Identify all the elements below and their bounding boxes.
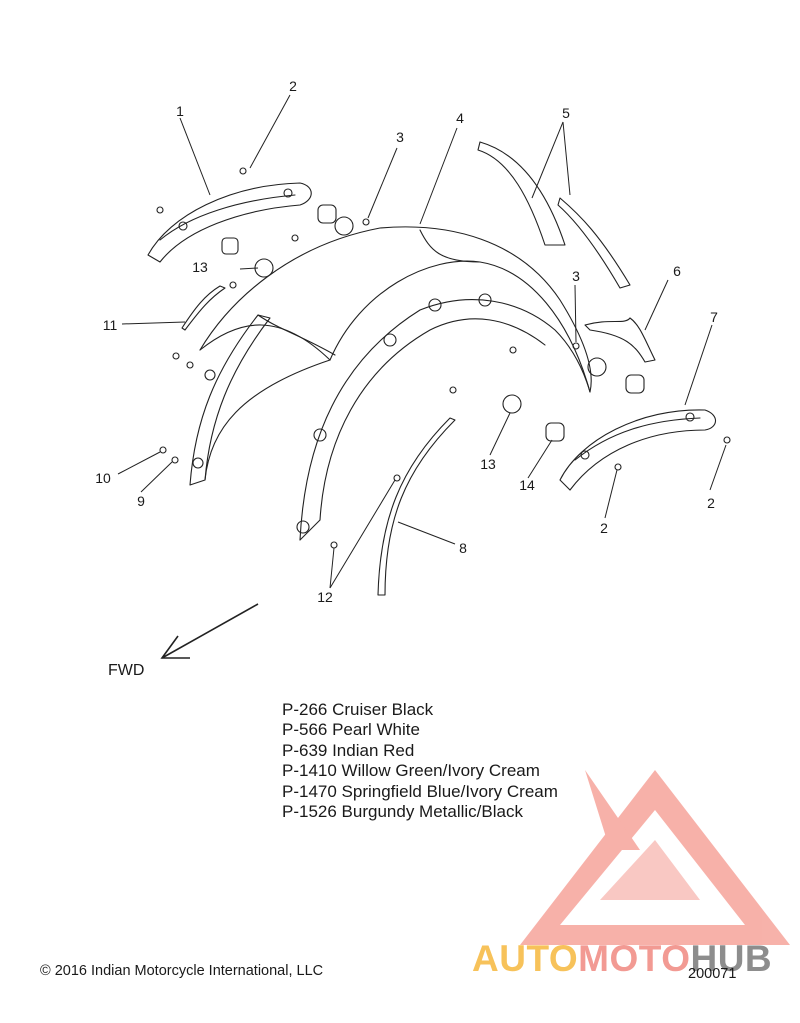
right-rail-part xyxy=(559,409,717,491)
watermark-part: HUB xyxy=(690,938,773,979)
legend-item: P-266 Cruiser Black xyxy=(282,700,434,719)
callout-1: 1 xyxy=(176,103,184,119)
fwd-label: FWD xyxy=(108,662,145,679)
rear-fender-part xyxy=(199,226,592,393)
callout-13: 13 xyxy=(480,456,496,472)
left-rail-part xyxy=(147,182,312,263)
callout-7: 7 xyxy=(710,309,718,325)
callout-14: 14 xyxy=(519,477,535,493)
callout-12: 12 xyxy=(317,589,333,605)
paint-color-legend: P-266 Cruiser Black P-566 Pearl White P-… xyxy=(282,700,558,822)
callout-5: 5 xyxy=(562,105,570,121)
callout-4: 4 xyxy=(456,110,464,126)
legend-item: P-639 Indian Red xyxy=(282,740,415,760)
callout-2: 2 xyxy=(707,495,715,511)
callout-8: 8 xyxy=(459,540,467,556)
callout-9: 9 xyxy=(137,493,145,509)
callout-3: 3 xyxy=(396,129,404,145)
callout-2: 2 xyxy=(600,520,608,536)
watermark-part: AUTO xyxy=(472,938,579,979)
callout-10: 10 xyxy=(95,470,111,486)
legend-item: P-566 Pearl White xyxy=(282,720,420,740)
legend-item: P-1470 Springfield Blue/Ivory Cream xyxy=(282,781,558,801)
callout-6: 6 xyxy=(673,263,681,279)
callout-2: 2 xyxy=(289,78,297,94)
watermark-text: AUTOMOTOHUB xyxy=(472,938,772,980)
callout-3: 3 xyxy=(572,268,580,284)
copyright-text: © 2016 Indian Motorcycle International, … xyxy=(40,963,324,979)
watermark-part: MOTO xyxy=(578,938,691,979)
callout-11: 11 xyxy=(102,317,118,333)
legend-item: P-1526 Burgundy Metallic/Black xyxy=(282,802,523,822)
watermark-logo-icon xyxy=(520,770,790,945)
callout-13: 13 xyxy=(192,259,208,275)
document-number: 200071 xyxy=(688,966,737,982)
forward-arrow-icon xyxy=(160,603,259,659)
legend-item: P-1410 Willow Green/Ivory Cream xyxy=(282,761,540,781)
